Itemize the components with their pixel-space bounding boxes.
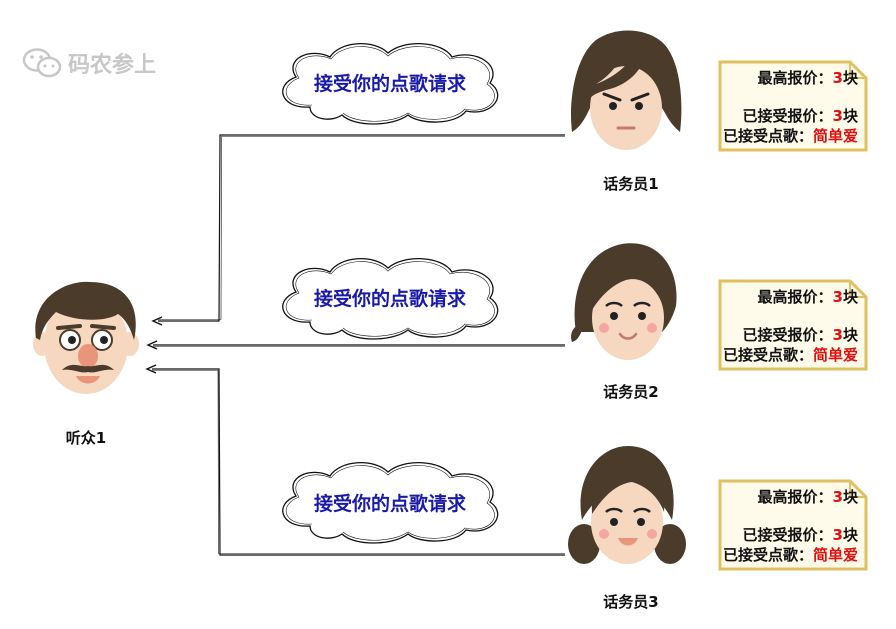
- note-2-accepted: 已接受报价：3块: [742, 326, 858, 344]
- note-1-accepted: 已接受报价：3块: [742, 107, 858, 125]
- arrowhead-2: [146, 340, 158, 350]
- listener-avatar: [33, 281, 139, 394]
- note-2: 最高报价：3块 已接受报价：3块 已接受点歌：简单爱: [718, 279, 868, 371]
- note-3-song: 已接受点歌：简单爱: [722, 546, 858, 564]
- note-1-max: 最高报价：3块: [757, 69, 858, 87]
- note-2-max: 最高报价：3块: [757, 288, 858, 306]
- cloud-3: [282, 461, 499, 544]
- watermark-text: 码农参上: [68, 53, 157, 78]
- note-1: 最高报价：3块 已接受报价：3块 已接受点歌：简单爱: [718, 60, 868, 152]
- note-2-song: 已接受点歌：简单爱: [722, 346, 858, 364]
- cloud-text-2: 接受你的点歌请求: [313, 288, 466, 310]
- operator-2-name: 话务员2: [603, 383, 659, 401]
- arrowhead-1: [151, 316, 163, 326]
- cloud-1: [282, 42, 499, 125]
- cloud-text-1: 接受你的点歌请求: [313, 73, 466, 95]
- operator-1-avatar: [571, 30, 682, 150]
- operator-3-avatar: [568, 446, 686, 564]
- note-3-max: 最高报价：3块: [757, 488, 858, 506]
- cloud-2: [282, 257, 499, 340]
- note-3: 最高报价：3块 已接受报价：3块 已接受点歌：简单爱: [718, 479, 868, 571]
- arrowhead-3: [145, 364, 157, 374]
- listener-name: 听众1: [65, 429, 107, 447]
- operator-2-avatar: [571, 243, 677, 360]
- note-3-accepted: 已接受报价：3块: [742, 526, 858, 544]
- wechat-icon: [22, 48, 62, 78]
- connector-line-1: [158, 134, 565, 322]
- operator-1-name: 话务员1: [603, 175, 659, 193]
- operator-3-name: 话务员3: [603, 593, 659, 611]
- cloud-text-3: 接受你的点歌请求: [313, 493, 466, 515]
- watermark: 码农参上: [22, 47, 156, 79]
- note-1-song: 已接受点歌：简单爱: [722, 127, 858, 145]
- connector-line-3: [152, 368, 565, 556]
